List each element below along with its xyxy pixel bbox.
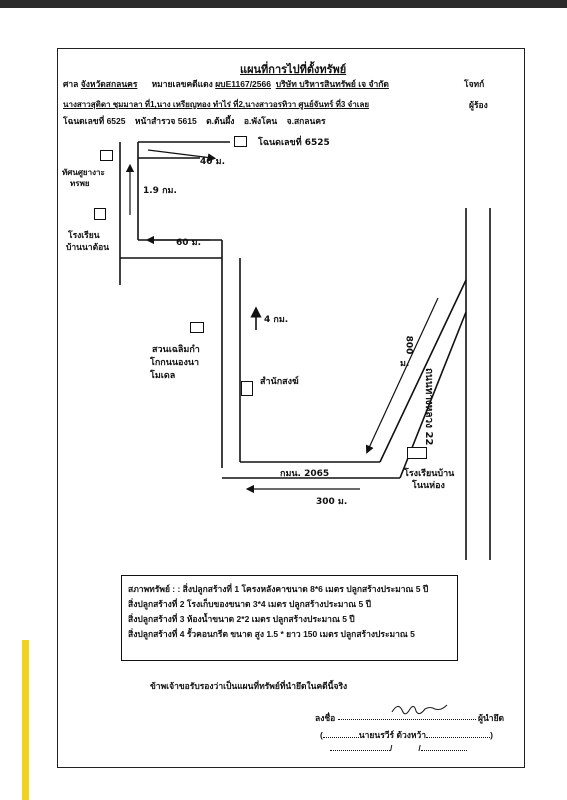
school-3-label: โรงเรียนบ้าน <box>404 469 455 479</box>
dist-800m-label-b: ม. <box>400 359 410 369</box>
defendants-line: นางสาวสุติดา ชุมมาลา ที่1,นาง เหรียญทอง … <box>63 100 370 109</box>
sign-role: ผู้นำยึด <box>478 713 505 723</box>
deed-label: โฉนดเลขที่ 6525 <box>258 138 330 148</box>
scan-yellow-strip <box>22 640 29 800</box>
school-2-label: โรงเรียน <box>68 231 100 241</box>
legend-line-1: สภาพทรัพย์ : : สิ่งปลูกสร้างที่ 1 โครงหล… <box>128 584 429 594</box>
school-2b-label: บ้านนาต้อน <box>66 243 109 253</box>
date-separators: / / <box>390 743 421 753</box>
school-1-box <box>100 150 113 161</box>
court-value: จังหวัดสกลนคร <box>80 79 138 89</box>
certification-text: ข้าพเจ้าขอรับรองว่าเป็นแผนที่ทรัพย์ที่นำ… <box>150 681 348 691</box>
dist-1-9km-label: 1.9 กม. <box>143 186 177 196</box>
signer-name: นายนรวีร์ ด้วงหว้า <box>358 730 427 740</box>
temple-box <box>241 381 253 396</box>
sign-label: ลงชื่อ <box>315 713 336 723</box>
dist-300m-label: 300 ม. <box>316 497 348 507</box>
legend-line-3: สิ่งปลูกสร้างที่ 3 ห้องน้ำขนาด 2*2 เมตร … <box>128 614 355 624</box>
school-3b-label: โนนห่อง <box>412 481 445 491</box>
defendant-role: ผู้ร้อง <box>469 100 488 110</box>
arrow-800m <box>365 297 439 454</box>
plaintiff-name: บริษัท บริหารสินทรัพย์ เจ จำกัด <box>275 79 389 89</box>
road-diagonal-a <box>379 279 467 463</box>
place-left-label-1: สวนเฉลิมกำ <box>152 345 200 355</box>
legend-line-2: สิ่งปลูกสร้างที่ 2 โรงเก็บของขนาด 3*4 เม… <box>128 599 372 609</box>
dist-40m-label: 40 ม. <box>200 157 226 167</box>
dist-60m-label: 60 ม. <box>176 238 202 248</box>
road-2065-label: กมน. 2065 <box>280 469 330 479</box>
school-1b-label: ทรพย <box>70 179 90 188</box>
court-row: ศาล จังหวัดสกลนคร หมายเลขคดีแดง ผบE1167/… <box>63 77 389 91</box>
school-1-label: ทัศนศูยางาะ <box>62 168 105 177</box>
top-scan-edge <box>0 0 567 8</box>
page-title: แผนที่การไปที่ตั้งทรัพย์ <box>240 64 347 76</box>
legend-line-4: สิ่งปลูกสร้างที่ 4 รั้วคอนกรีต ขนาด สูง … <box>128 629 415 639</box>
deed-plot-box <box>234 136 247 147</box>
case-number: ผบE1167/2566 <box>215 79 271 89</box>
date-row: / / <box>330 743 467 753</box>
property-description-box: สภาพทรัพย์ : : สิ่งปลูกสร้างที่ 1 โครงหล… <box>121 575 458 661</box>
school-3-box <box>407 447 427 459</box>
plaintiff-role: โจทก์ <box>464 79 485 89</box>
place-left-label-2: โกกนนองนา <box>150 358 200 368</box>
temple-label: สำนักสงฆ์ <box>260 377 299 387</box>
deed-line: โฉนดเลขที่ 6525 หน้าสำรวจ 5615 ต.ต้นผึ้ง… <box>63 116 326 126</box>
document-frame <box>57 48 525 768</box>
court-label: ศาล <box>63 79 79 89</box>
place-left-label-3: โมเดล <box>150 371 176 381</box>
school-2-box <box>94 208 106 220</box>
signature-line <box>338 719 476 720</box>
arrow-40m <box>147 149 217 162</box>
case-label: หมายเลขคดีแดง <box>151 79 213 89</box>
signer-name-row: (นายนรวีร์ ด้วงหว้า) <box>320 730 493 740</box>
place-left-box <box>190 322 204 333</box>
dist-4km-label: 4 กม. <box>264 315 289 325</box>
